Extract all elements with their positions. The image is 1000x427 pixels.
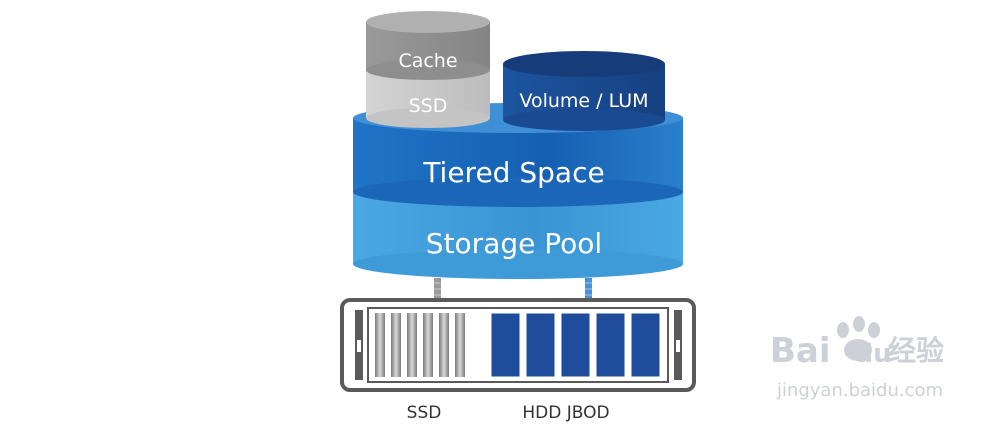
ssd-slot bbox=[455, 313, 465, 377]
ssd-slot bbox=[391, 313, 401, 377]
storage-pool-label: Storage Pool bbox=[426, 227, 602, 260]
volume-label: Volume / LUM bbox=[519, 90, 648, 112]
ssd-slot bbox=[439, 313, 449, 377]
hdd-slot bbox=[560, 312, 591, 378]
ssd-drive-slots bbox=[375, 313, 465, 377]
ssd-slot bbox=[407, 313, 417, 377]
ssd-layer-label: SSD bbox=[409, 95, 448, 117]
hdd-slot bbox=[630, 312, 661, 378]
watermark-brand-cn: 经验 bbox=[888, 334, 944, 367]
hdd-slot bbox=[525, 312, 556, 378]
ssd-slot bbox=[423, 313, 433, 377]
watermark-url: jingyan.baidu.com bbox=[776, 380, 943, 401]
hdd-slot bbox=[595, 312, 626, 378]
paw-logo-icon bbox=[837, 316, 880, 361]
connector-cables bbox=[434, 278, 592, 300]
enclosure-ssd-label: SSD bbox=[407, 403, 442, 423]
cache-layer bbox=[366, 11, 490, 80]
volume-layer bbox=[503, 51, 665, 131]
enclosure-hdd-label: HDD JBOD bbox=[522, 403, 609, 423]
hdd-slot bbox=[490, 312, 521, 378]
hdd-drive-slots bbox=[490, 312, 661, 378]
cache-label: Cache bbox=[398, 50, 457, 72]
jbod-enclosure bbox=[340, 298, 696, 392]
ssd-slot bbox=[375, 313, 385, 377]
tiered-space-label: Tiered Space bbox=[422, 156, 604, 189]
